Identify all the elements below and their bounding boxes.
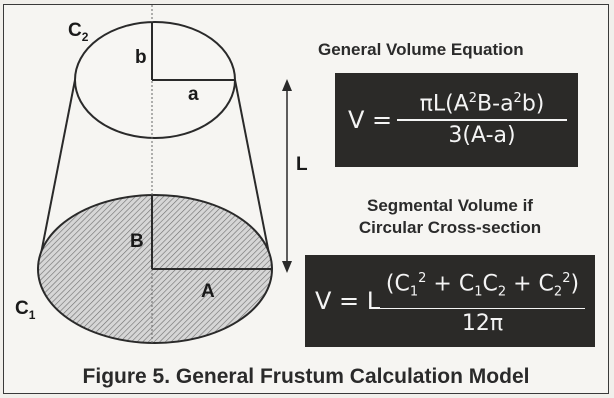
figure-caption: Figure 5. General Frustum Calculation Mo… bbox=[82, 365, 530, 388]
general-equation-box: V = πL(A2B-a2b) 3(A-a) bbox=[335, 73, 578, 167]
length-arrow-top-head bbox=[282, 79, 292, 91]
length-arrow-bottom-head bbox=[282, 261, 292, 273]
label-a-big: A bbox=[201, 281, 215, 302]
label-c1: C1 bbox=[15, 298, 36, 322]
label-b-big: B bbox=[130, 231, 144, 252]
general-equation-prefix: V = bbox=[348, 106, 393, 134]
segmental-fraction-bar bbox=[380, 307, 585, 310]
segmental-equation-fraction: (C12 + C1C2 + C22) 12π bbox=[380, 266, 585, 337]
general-equation-numerator: πL(A2B-a2b) bbox=[419, 91, 545, 117]
figure-frame: C2 b a B A C1 L General Volume Equation … bbox=[3, 4, 609, 394]
label-b-small: b bbox=[135, 47, 147, 68]
label-length: L bbox=[296, 154, 308, 175]
label-c2: C2 bbox=[68, 20, 89, 44]
segmental-equation-denominator: 12π bbox=[461, 311, 504, 337]
label-a-small: a bbox=[188, 84, 199, 105]
segmental-equation-box: V = L (C12 + C1C2 + C22) 12π bbox=[305, 255, 595, 347]
general-equation-denominator: 3(A-a) bbox=[448, 122, 516, 148]
frustum-right-side bbox=[234, 79, 273, 270]
frustum-left-side bbox=[37, 79, 76, 270]
frustum-diagram bbox=[37, 5, 292, 344]
general-equation-fraction: πL(A2B-a2b) 3(A-a) bbox=[397, 86, 567, 149]
segmental-heading: Segmental Volume if Circular Cross-secti… bbox=[358, 196, 542, 237]
general-fraction-bar bbox=[397, 119, 567, 121]
segmental-equation-numerator: (C12 + C1C2 + C22) bbox=[385, 271, 580, 300]
segmental-equation-prefix: V = L bbox=[315, 287, 381, 315]
general-equation-heading: General Volume Equation bbox=[318, 40, 524, 59]
